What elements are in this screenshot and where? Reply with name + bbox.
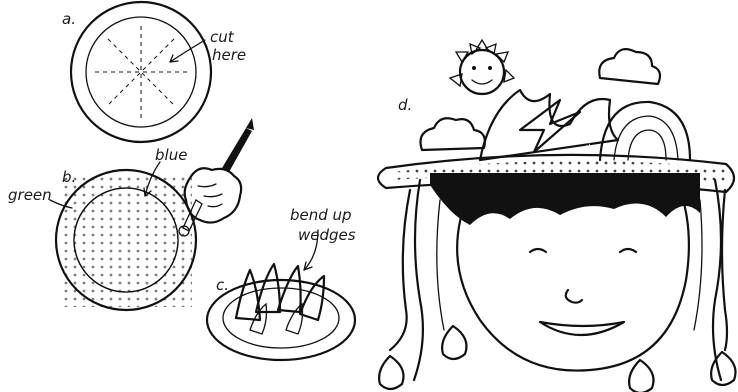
step-c-plate xyxy=(207,230,355,360)
svg-text:✶: ✶ xyxy=(585,141,594,154)
label-step-b: b. xyxy=(62,168,76,186)
step-d-child: ✶ ✶ ✶ xyxy=(378,40,736,392)
label-here: here xyxy=(212,46,246,64)
svg-text:✶: ✶ xyxy=(520,141,529,154)
label-bend-up: bend up xyxy=(290,206,352,224)
cloud-left xyxy=(421,118,485,150)
sun-icon xyxy=(450,40,514,94)
label-cut: cut xyxy=(210,28,235,46)
step-a-plate xyxy=(71,2,211,142)
label-wedges: wedges xyxy=(298,226,356,244)
label-step-a: a. xyxy=(62,10,76,28)
svg-text:✶: ✶ xyxy=(635,138,644,151)
cloud-right xyxy=(599,49,660,84)
label-step-c: c. xyxy=(216,276,229,294)
label-step-d: d. xyxy=(398,96,412,114)
label-green: green xyxy=(8,186,52,204)
label-blue: blue xyxy=(155,146,187,164)
